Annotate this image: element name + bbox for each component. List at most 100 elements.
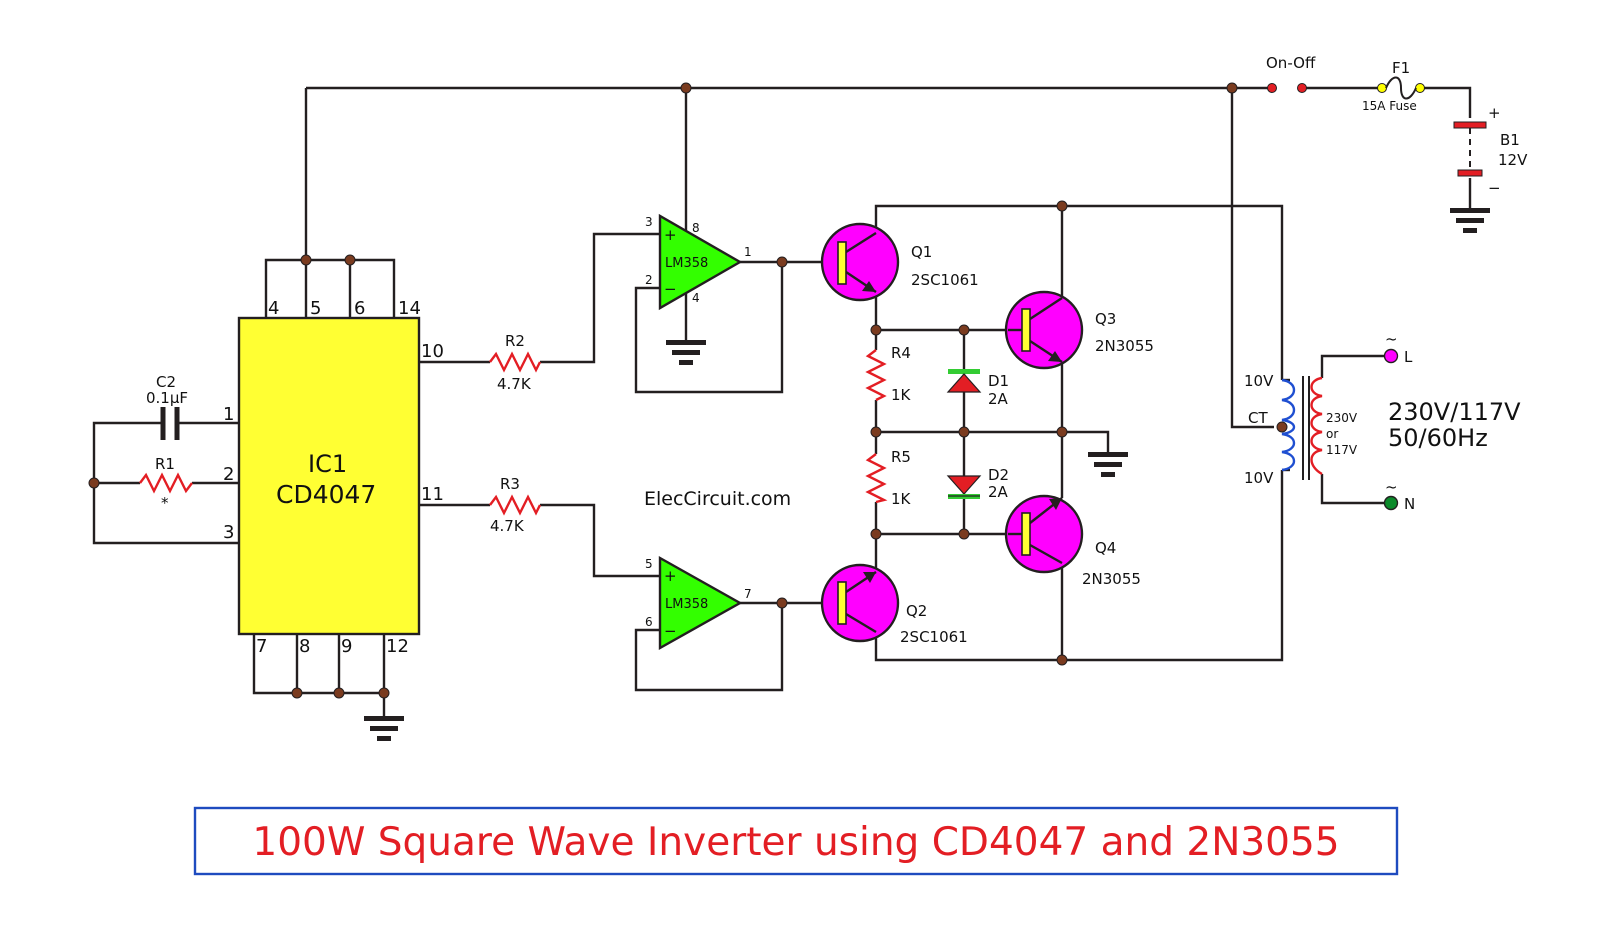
fuse-f1: F1 15A Fuse <box>1362 59 1425 113</box>
ic1-pin-5: 5 <box>310 298 321 319</box>
switch-label: On-Off <box>1266 54 1316 72</box>
junction-dot <box>958 426 970 438</box>
r5-ref: R5 <box>891 448 911 466</box>
junction-dot <box>378 687 390 699</box>
ground-symbol-power <box>1088 452 1128 477</box>
opamp-top-pin-4: 4 <box>692 291 700 305</box>
secondary-230-label: 230V <box>1326 411 1358 425</box>
junction-dot <box>958 528 970 540</box>
opamp-bottom-plus: + <box>664 567 677 585</box>
ic1-pin-9: 9 <box>341 636 352 657</box>
ic1-pin-14: 14 <box>398 298 421 319</box>
d1-value: 2A <box>988 390 1009 408</box>
junction-dot <box>1276 421 1288 433</box>
opamp-top-body <box>658 213 743 311</box>
junction-dot <box>776 597 788 609</box>
terminal-n-ac-symbol: ~ <box>1385 478 1398 496</box>
q1-ref: Q1 <box>911 243 932 261</box>
opamp-top: LM358 + − 3 2 1 8 4 <box>645 213 752 311</box>
c2-value: 0.1µF <box>146 389 188 407</box>
resistor-r4: R4 1K <box>865 344 912 404</box>
junction-dot <box>1056 426 1068 438</box>
title-frame <box>193 806 1399 876</box>
ic1-pin-11: 11 <box>421 484 444 505</box>
opamp-bottom-pin-6: 6 <box>645 615 653 629</box>
opamp-bottom-minus: − <box>664 622 677 640</box>
ic1-pin-3: 3 <box>223 522 234 543</box>
junction-dot <box>870 528 882 540</box>
ground-symbol-battery <box>1450 208 1490 233</box>
opamp-top-plus: + <box>664 226 677 244</box>
resistor-r3: R3 4.7K <box>489 475 542 535</box>
junction-dot <box>300 254 312 266</box>
battery-plus: + <box>1488 104 1501 122</box>
fuse-value: 15A Fuse <box>1362 99 1417 113</box>
opamp-top-minus: − <box>664 280 677 298</box>
terminal-l-label: L <box>1404 348 1413 366</box>
ic1-cd4047: IC1 CD4047 4 5 6 14 1 2 3 10 11 7 8 9 12 <box>223 298 444 657</box>
terminal-n-label: N <box>1404 495 1415 513</box>
q4-part: 2N3055 <box>1082 570 1141 588</box>
ic1-part: CD4047 <box>276 480 376 509</box>
terminal-n: ~ N <box>1383 478 1415 513</box>
q2-ref: Q2 <box>906 602 927 620</box>
opamp-top-pin-1: 1 <box>744 245 752 259</box>
battery-ref: B1 <box>1500 131 1520 149</box>
junction-dot <box>88 477 100 489</box>
resistor-r2: R2 4.7K <box>489 332 542 393</box>
r4-value: 1K <box>891 386 912 404</box>
battery-value: 12V <box>1498 151 1528 169</box>
junction-dot <box>958 324 970 336</box>
junction-dot <box>344 254 356 266</box>
junction-dot <box>1056 200 1068 212</box>
q3-ref: Q3 <box>1095 310 1116 328</box>
ic1-pin-6: 6 <box>354 298 365 319</box>
opamp-bottom-pin-7: 7 <box>744 587 752 601</box>
opamp-bottom-body <box>658 555 743 651</box>
ic1-pin-10: 10 <box>421 341 444 362</box>
ic1-pin-12: 12 <box>386 636 409 657</box>
junction-dot <box>333 687 345 699</box>
switch-on-off: On-Off <box>1266 54 1316 93</box>
resistor-r5: R5 1K <box>865 448 912 508</box>
terminal-l: ~ L <box>1383 330 1413 366</box>
center-tap-label: CT <box>1248 409 1268 427</box>
q2-part: 2SC1061 <box>900 628 968 646</box>
d2-ref: D2 <box>988 466 1009 484</box>
fuse-ref: F1 <box>1392 59 1410 77</box>
ic1-pin-2: 2 <box>223 464 234 485</box>
battery-minus: − <box>1488 179 1501 197</box>
junctions <box>88 82 1288 699</box>
battery-b1: + − B1 12V <box>1453 104 1528 197</box>
ground-symbol-opamp <box>666 340 706 365</box>
diode-d1: D1 2A <box>946 369 1009 408</box>
c2-ref: C2 <box>156 373 176 391</box>
opamp-bottom-pin-5: 5 <box>645 557 653 571</box>
r2-value: 4.7K <box>497 375 532 393</box>
d2-value: 2A <box>988 483 1009 501</box>
terminal-l-ac-symbol: ~ <box>1385 330 1398 348</box>
junction-dot <box>1056 654 1068 666</box>
r5-value: 1K <box>891 490 912 508</box>
opamp-top-pin-3: 3 <box>645 215 653 229</box>
opamp-top-pin-8: 8 <box>692 221 700 235</box>
ic1-body <box>237 316 421 636</box>
secondary-or-label: or <box>1326 427 1338 441</box>
transformer-primary <box>1281 378 1296 472</box>
ic1-pin-1: 1 <box>223 404 234 425</box>
transistor-q1: Q1 2SC1061 <box>820 222 979 302</box>
r3-value: 4.7K <box>490 517 525 535</box>
transformer-secondary <box>1310 376 1323 476</box>
resistor-r1: R1 * <box>139 455 193 512</box>
transistor-q3: Q3 2N3055 <box>1004 290 1154 370</box>
watermark: ElecCircuit.com <box>644 488 791 510</box>
transistor-q2: Q2 2SC1061 <box>820 563 968 646</box>
r2-ref: R2 <box>505 332 525 350</box>
junction-dot <box>1226 82 1238 94</box>
r1-ref: R1 <box>155 455 175 473</box>
r3-ref: R3 <box>500 475 520 493</box>
transformer: 10V CT 10V 230V or 117V 230V/117V 50/60H… <box>1244 372 1521 487</box>
r4-ref: R4 <box>891 344 911 362</box>
primary-bottom-label: 10V <box>1244 469 1274 487</box>
diode-d2: D2 2A <box>946 466 1009 501</box>
